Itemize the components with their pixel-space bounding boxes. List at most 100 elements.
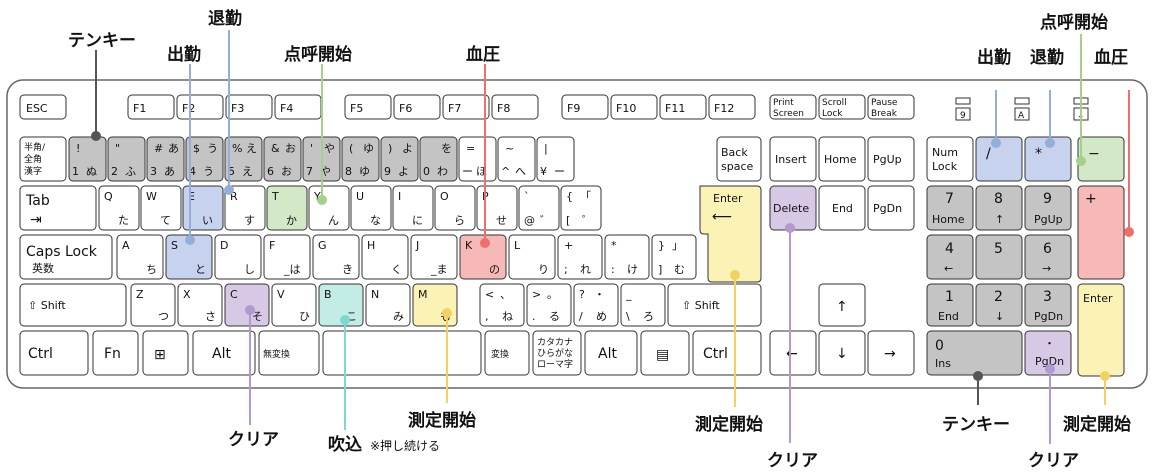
key-shift-left[interactable]: ⇧ Shift <box>19 283 127 327</box>
key-left-bracket[interactable]: {「[゜ <box>560 185 602 231</box>
key-x[interactable]: Xさ <box>177 283 223 327</box>
key-num8[interactable]: 8↑ <box>975 185 1023 231</box>
key-num-plus[interactable]: + <box>1077 185 1125 280</box>
key-shift-right[interactable]: ⇧ Shift <box>667 283 762 327</box>
key-arrow-down[interactable]: ↓ <box>818 330 866 376</box>
key-h[interactable]: Hく <box>361 234 409 280</box>
key-j[interactable]: J_ま <box>410 234 458 280</box>
key-d[interactable]: Dし <box>214 234 262 280</box>
key-period[interactable]: >。.る <box>526 283 572 327</box>
key-colon[interactable]: *:け <box>604 234 650 280</box>
key-menu[interactable]: ▤ <box>640 330 690 376</box>
key-f10[interactable]: F10 <box>610 94 658 120</box>
key-f7[interactable]: F7 <box>442 94 490 120</box>
key-f3[interactable]: F3 <box>225 94 273 120</box>
key-n[interactable]: Nみ <box>365 283 411 327</box>
key-arrow-right[interactable]: → <box>867 330 915 376</box>
key-arrow-left[interactable]: ← <box>769 330 817 376</box>
key-z[interactable]: Zつ <box>130 283 176 327</box>
key-esc[interactable]: ESC <box>19 94 67 120</box>
key-at[interactable]: `@゛ <box>518 185 560 231</box>
key-space[interactable] <box>322 330 482 376</box>
key-alt-left[interactable]: Alt <box>192 330 256 376</box>
key-enter[interactable] <box>699 185 762 283</box>
key-b[interactable]: Bこ <box>318 283 364 327</box>
key-alt-right[interactable]: Alt <box>584 330 638 376</box>
key-home[interactable]: Home <box>818 136 866 182</box>
key-backslash[interactable]: _\ろ <box>620 283 666 327</box>
key-p[interactable]: Pせ <box>476 185 518 231</box>
key-q[interactable]: Qた <box>98 185 140 231</box>
key-semicolon[interactable]: +;れ <box>557 234 603 280</box>
key-slash[interactable]: ?・/め <box>573 283 619 327</box>
key-f12[interactable]: F12 <box>708 94 756 120</box>
key-muhenkan[interactable]: 無変換 <box>258 330 320 376</box>
key-num-star[interactable]: * <box>1024 136 1072 182</box>
key-ctrl-right[interactable]: Ctrl <box>692 330 762 376</box>
key-minus[interactable]: =ーほ <box>458 136 497 182</box>
key-num4[interactable]: 4← <box>926 234 974 280</box>
key-m[interactable]: Mも <box>412 283 458 327</box>
key-ctrl-left[interactable]: Ctrl <box>19 330 89 376</box>
key-a[interactable]: Aち <box>116 234 164 280</box>
key-num-slash[interactable]: / <box>975 136 1023 182</box>
key-num-enter[interactable]: Enter <box>1077 283 1125 377</box>
key-f11[interactable]: F11 <box>659 94 707 120</box>
key-pgup[interactable]: PgUp <box>867 136 915 182</box>
key-num2[interactable]: 2↓ <box>975 283 1023 327</box>
key-delete[interactable]: Delete <box>769 185 817 231</box>
key-g[interactable]: Gき <box>312 234 360 280</box>
key-henkan[interactable]: 変換 <box>484 330 530 376</box>
key-s[interactable]: Sと <box>165 234 213 280</box>
key-o[interactable]: Oら <box>434 185 476 231</box>
key-num6[interactable]: 6→ <box>1024 234 1072 280</box>
key-end[interactable]: End <box>818 185 866 231</box>
key-w[interactable]: Wて <box>140 185 182 231</box>
key-u[interactable]: Uな <box>350 185 392 231</box>
key-f[interactable]: F_は <box>263 234 311 280</box>
key-comma[interactable]: <、,ね <box>479 283 525 327</box>
key-f9[interactable]: F9 <box>561 94 609 120</box>
key-right-bracket[interactable]: }」]む <box>651 234 697 280</box>
key-v[interactable]: Vひ <box>271 283 317 327</box>
key-k[interactable]: Kの <box>459 234 507 280</box>
key-fn[interactable]: Fn <box>92 330 139 376</box>
key-f5[interactable]: F5 <box>344 94 392 120</box>
key-f4[interactable]: F4 <box>274 94 322 120</box>
key-r[interactable]: Rす <box>224 185 266 231</box>
key-e[interactable]: Eい <box>182 185 224 231</box>
key-windows[interactable]: ⊞ <box>142 330 189 376</box>
key-pgdn[interactable]: PgDn <box>867 185 915 231</box>
key-t[interactable]: Tか <box>266 185 308 231</box>
key-f8[interactable]: F8 <box>491 94 539 120</box>
key-arrow-up[interactable]: ↑ <box>818 283 866 327</box>
key-yen[interactable]: |¥ー <box>536 136 575 182</box>
key-c[interactable]: Cそ <box>224 283 270 327</box>
key-caret[interactable]: ~^へ <box>497 136 536 182</box>
key-num5[interactable]: 5 <box>975 234 1023 280</box>
key-f1[interactable]: F1 <box>127 94 175 120</box>
key-f2[interactable]: F2 <box>176 94 224 120</box>
key-insert[interactable]: Insert <box>769 136 817 182</box>
